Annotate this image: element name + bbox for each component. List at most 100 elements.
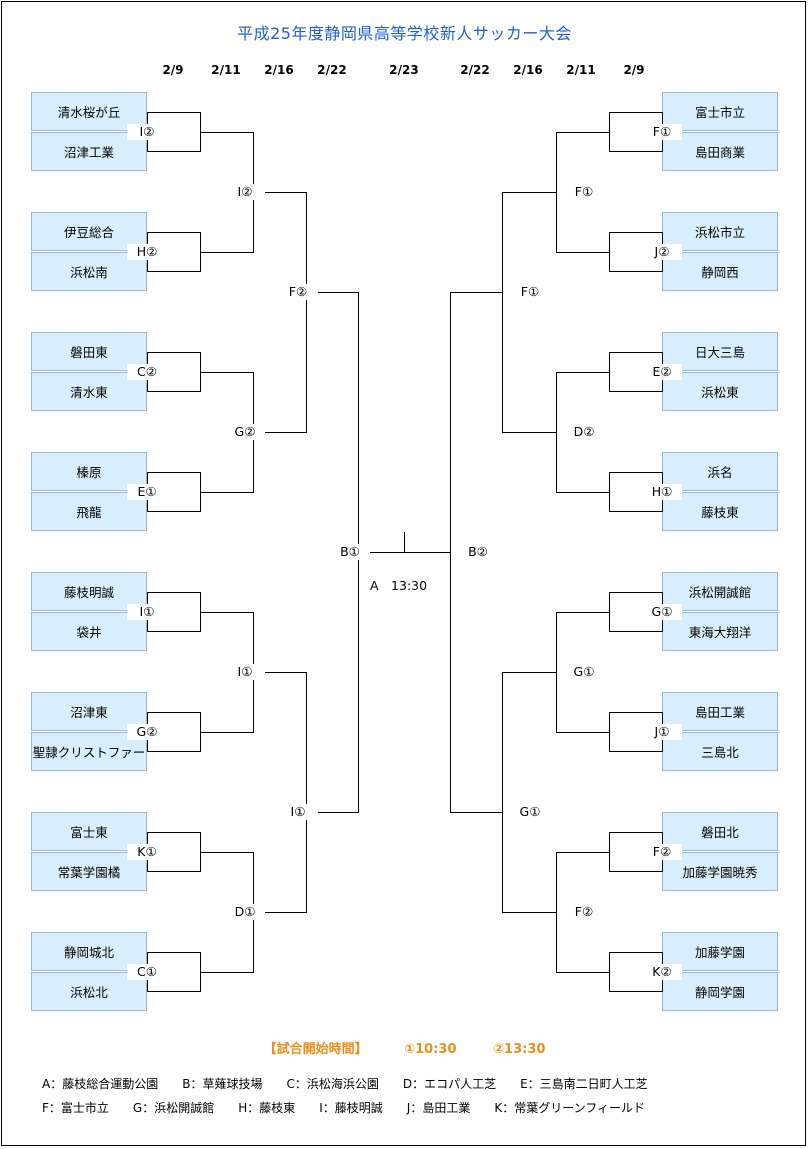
kickoff-slot-1: ①10:30	[404, 1042, 457, 1057]
bracket-line	[556, 132, 610, 133]
team-box-left: 清水桜が丘	[31, 92, 147, 131]
venue-item: J：島田工業	[406, 1101, 471, 1115]
bracket-line	[556, 372, 610, 373]
match-label-right-r3: F①	[510, 284, 550, 300]
match-box-right	[609, 712, 663, 752]
bracket-line	[450, 292, 503, 293]
match-label-left-r3: F②	[278, 284, 318, 300]
bracket-line	[306, 812, 359, 813]
venue-item: D：エコパ人工芝	[402, 1077, 497, 1091]
date-final: 2/23	[389, 63, 419, 77]
match-label-right-r1: F②	[642, 844, 682, 860]
bracket-line	[201, 252, 254, 253]
team-box-right: 磐田北	[662, 812, 778, 851]
match-label-right-r2: G①	[564, 664, 604, 680]
team-box-right: 浜名	[662, 452, 778, 491]
date-right-2: 2/11	[566, 63, 596, 77]
bracket-line	[502, 192, 557, 193]
bracket-line	[450, 812, 503, 813]
venue-item: I：藤枝明誠	[319, 1101, 383, 1115]
bracket-line	[201, 132, 254, 133]
bracket-line	[556, 612, 610, 613]
bracket-line	[502, 432, 557, 433]
venue-item: A：藤枝総合運動公園	[42, 1077, 159, 1091]
match-label-right-r1: J①	[642, 724, 682, 740]
bracket-line	[201, 372, 254, 373]
date-left-3: 2/22	[317, 63, 347, 77]
bracket-line	[253, 672, 307, 673]
match-label-left-r2: G②	[225, 424, 265, 440]
bracket-line	[253, 432, 307, 433]
match-label-left-r1: K①	[127, 844, 167, 860]
match-label-left-r1: I②	[127, 124, 167, 140]
match-label-right-r3: G①	[510, 804, 550, 820]
venue-legend-row-1: A：藤枝総合運動公園 B：草薙球技場 C：浜松海浜公園 D：エコパ人工芝 E：三島南二日…	[42, 1075, 672, 1092]
match-label-right-r1: K②	[642, 964, 682, 980]
date-right-1: 2/16	[513, 63, 543, 77]
match-label-right-r2: D②	[564, 424, 604, 440]
bracket-line	[502, 672, 503, 913]
team-box-left: 常葉学園橘	[31, 852, 147, 891]
bracket-line	[201, 492, 254, 493]
kickoff-time-legend: 【試合開始時間】 ①10:30 ②13:30	[0, 1038, 809, 1057]
match-label-left-r1: H②	[127, 244, 167, 260]
date-left-2: 2/16	[264, 63, 294, 77]
match-label-left-r2: D①	[225, 904, 265, 920]
venue-item: G：浜松開誠館	[132, 1101, 215, 1115]
match-label-right-r2: F②	[564, 904, 604, 920]
match-label-left-r1: C②	[127, 364, 167, 380]
match-label-right-r2: F①	[564, 184, 604, 200]
bracket-line	[201, 612, 254, 613]
kickoff-heading: 【試合開始時間】	[263, 1042, 368, 1057]
venue-item: B：草薙球技場	[182, 1077, 263, 1091]
semi-label-right: B②	[458, 544, 498, 560]
bracket-line	[502, 912, 557, 913]
bracket-line	[306, 292, 359, 293]
venue-legend-row-2: F：富士市立 G：浜松開誠館 H：藤枝東 I：藤枝明誠 J：島田工業 K：常葉グリーンフィ…	[42, 1099, 669, 1116]
match-label-right-r1: E②	[642, 364, 682, 380]
team-box-left: 聖隷クリストファー	[31, 732, 147, 771]
page-title: 平成25年度静岡県高等学校新人サッカー大会	[237, 24, 572, 43]
bracket-line	[201, 972, 254, 973]
bracket-line	[306, 672, 307, 913]
bracket-line	[253, 912, 307, 913]
bracket-line	[201, 852, 254, 853]
match-label-right-r1: H①	[642, 484, 682, 500]
match-label-left-r3: I①	[278, 804, 318, 820]
venue-item: K：常葉グリーンフィールド	[494, 1101, 646, 1115]
match-label-right-r1: G①	[642, 604, 682, 620]
venue-item: F：富士市立	[42, 1101, 109, 1115]
bracket-line	[556, 972, 610, 973]
bracket-line	[556, 492, 610, 493]
match-label-left-r1: I①	[127, 604, 167, 620]
kickoff-slot-2: ②13:30	[493, 1042, 546, 1057]
match-label-right-r1: F①	[642, 124, 682, 140]
venue-item: H：藤枝東	[238, 1101, 296, 1115]
bracket-line	[201, 732, 254, 733]
match-label-left-r1: E①	[127, 484, 167, 500]
bracket-line	[502, 672, 557, 673]
bracket-line	[306, 192, 307, 433]
bracket-line	[556, 252, 610, 253]
venue-item: E：三島南二日町人工芝	[520, 1077, 648, 1091]
date-left-0: 2/9	[162, 63, 184, 77]
semi-label-left: B①	[330, 544, 370, 560]
date-right-0: 2/22	[460, 63, 490, 77]
match-label-left-r1: C①	[127, 964, 167, 980]
team-box-left: 藤枝明誠	[31, 572, 147, 611]
bracket-line	[502, 192, 503, 433]
date-right-3: 2/9	[623, 63, 645, 77]
match-label-left-r2: I②	[225, 184, 265, 200]
bracket-line	[404, 532, 405, 553]
final-venue-label: A 13:30	[370, 578, 428, 593]
venue-item: C：浜松海浜公園	[286, 1077, 379, 1091]
match-label-left-r2: I①	[225, 664, 265, 680]
team-box-right: 浜松開誠館	[662, 572, 778, 611]
match-label-right-r1: J②	[642, 244, 682, 260]
bracket-line	[253, 192, 307, 193]
bracket-line	[556, 732, 610, 733]
bracket-line	[556, 852, 610, 853]
date-left-1: 2/11	[211, 63, 241, 77]
team-box-left: 清水東	[31, 372, 147, 411]
